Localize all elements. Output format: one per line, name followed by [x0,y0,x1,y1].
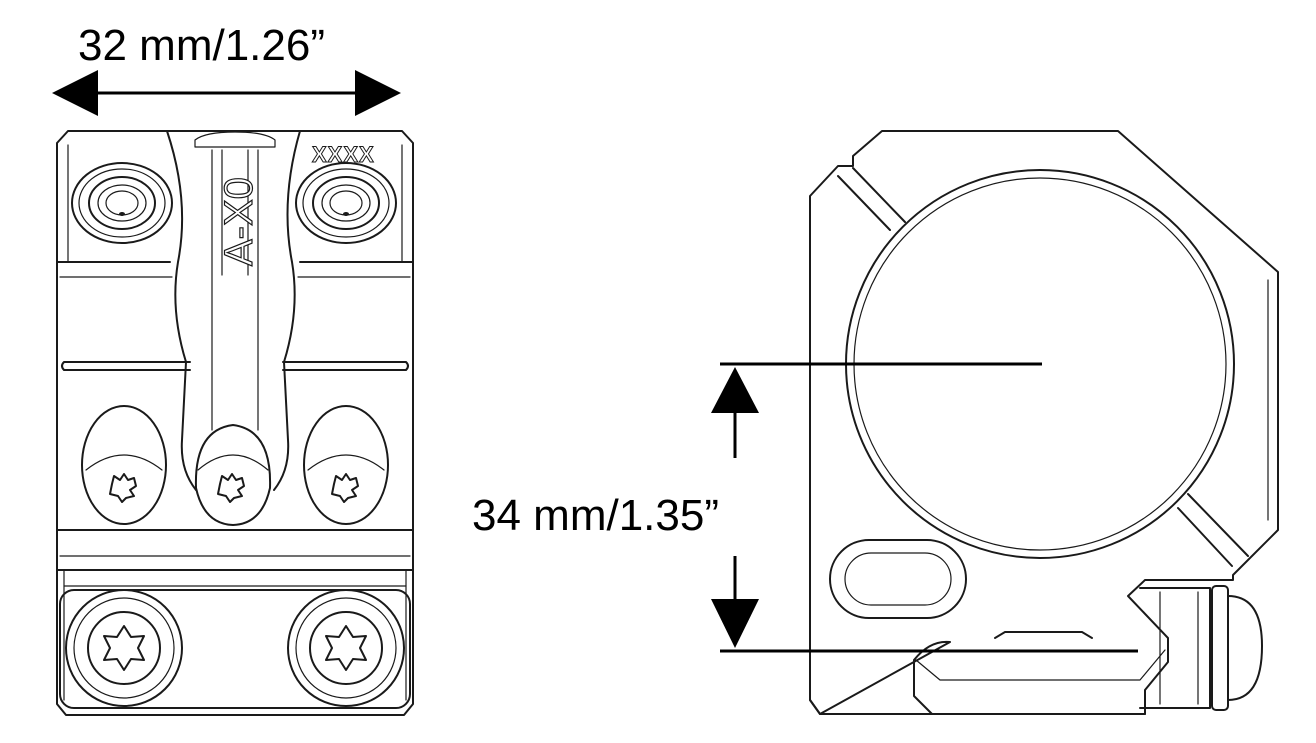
front-logo-text: A-X0 [217,177,261,266]
height-dimension-label: 34 mm/1.35” [472,491,719,540]
center-spine [166,130,301,491]
screw-pocket-right [303,405,389,525]
width-dimension-arrow [52,70,401,116]
cross-bolt-knob [1227,595,1263,701]
front-view: A-X0 XXXX [56,130,414,716]
top-left-counterbore [71,162,173,244]
top-right-counterbore [295,162,397,244]
screw-pocket-left [81,405,167,525]
side-view [809,130,1279,715]
bottom-left-torx-screw [65,589,183,707]
width-dimension-label: 32 mm/1.26” [78,21,325,70]
side-relief-slot [829,539,967,619]
height-dimension-arrow [711,362,1138,653]
screw-pocket-center [194,424,272,526]
front-body-outline [56,130,414,716]
bottom-right-torx-screw [287,589,405,707]
